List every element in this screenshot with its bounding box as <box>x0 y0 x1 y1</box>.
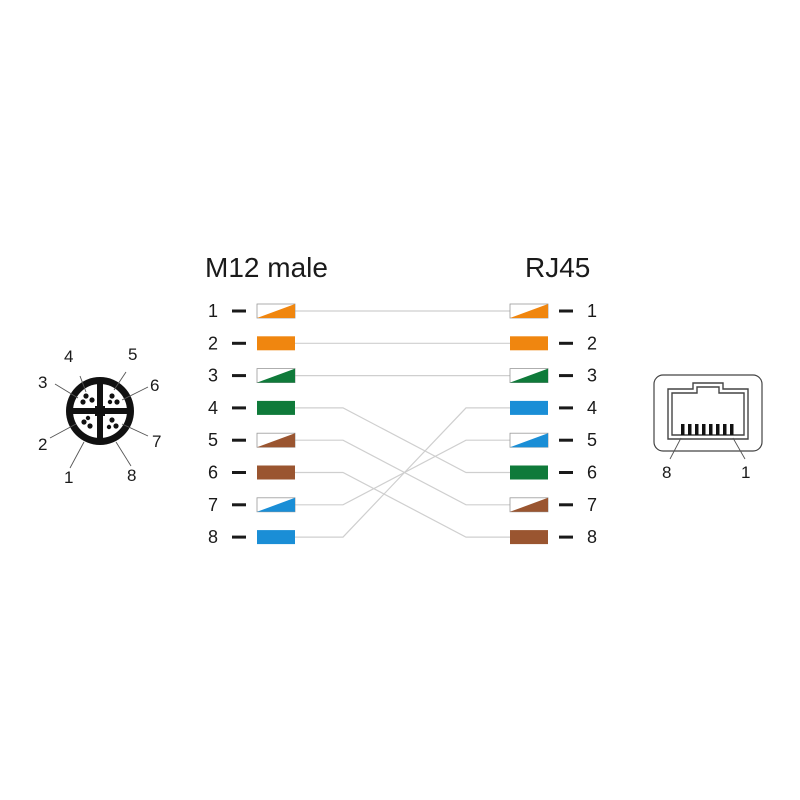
rj45-pin-dash <box>559 438 573 442</box>
m12-pin-dash <box>232 503 246 507</box>
rj45-pin-number: 6 <box>587 463 597 483</box>
m12-connector-face-icon: 4 5 3 6 2 7 1 8 <box>38 345 161 487</box>
m12-pin-number: 7 <box>208 495 218 515</box>
right-connector-title: RJ45 <box>525 252 590 283</box>
m12-pin-number: 5 <box>208 430 218 450</box>
m12-pin-number: 8 <box>208 527 218 547</box>
m12-pin-color-swatch <box>257 465 295 480</box>
wire-line <box>295 407 510 474</box>
m12-pin-dash <box>232 374 246 378</box>
rj45-pin-number: 4 <box>587 398 597 418</box>
m12-face-label-8: 8 <box>127 466 136 485</box>
m12-pin-color-swatch <box>256 432 296 448</box>
m12-pin-number: 2 <box>208 333 218 353</box>
rj45-pin-number: 8 <box>587 527 597 547</box>
m12-pin-number: 6 <box>208 463 218 483</box>
rj45-pin-color-swatch <box>510 400 548 415</box>
m12-pin-number: 4 <box>208 398 218 418</box>
m12-face-label-1: 1 <box>64 468 73 487</box>
m12-pin-color-swatch <box>256 497 296 513</box>
rj45-pin-number: 1 <box>587 301 597 321</box>
m12-pin-column: 1 2 3 4 5 6 7 8 <box>208 301 296 547</box>
rj45-pin-column: 1 2 3 4 5 6 7 8 <box>509 301 597 547</box>
rj45-pin-color-swatch <box>509 303 549 319</box>
wire-line <box>295 471 510 538</box>
m12-pin-color-swatch <box>257 336 295 351</box>
rj45-pin-color-swatch <box>509 497 549 513</box>
rj45-face-label-8: 8 <box>662 463 671 482</box>
m12-pin-color-swatch <box>257 530 295 545</box>
rj45-pin-dash <box>559 341 573 345</box>
m12-face-label-5: 5 <box>128 345 137 364</box>
m12-face-label-3: 3 <box>38 373 47 392</box>
rj45-pin-dash <box>559 503 573 507</box>
rj45-pin-dash <box>559 374 573 378</box>
m12-pin-dash <box>232 309 246 313</box>
m12-pin-number: 1 <box>208 301 218 321</box>
m12-face-label-7: 7 <box>152 432 161 451</box>
m12-pin-dash <box>232 535 246 539</box>
m12-pin-dash <box>232 341 246 345</box>
m12-face-label-6: 6 <box>150 376 159 395</box>
wire-line <box>295 407 510 538</box>
m12-pin-color-swatch <box>256 368 296 384</box>
m12-pin-color-swatch <box>256 303 296 319</box>
m12-pin-dash <box>232 438 246 442</box>
rj45-pin-color-swatch <box>510 465 548 480</box>
m12-face-label-2: 2 <box>38 435 47 454</box>
wire-connections <box>295 310 510 538</box>
rj45-pin-dash <box>559 471 573 474</box>
rj45-face-label-1: 1 <box>741 463 750 482</box>
rj45-pin-color-swatch <box>510 530 548 545</box>
m12-pin-dash <box>232 471 246 474</box>
rj45-pin-color-swatch <box>509 368 549 384</box>
rj45-pin-number: 3 <box>587 366 597 386</box>
left-connector-title: M12 male <box>205 252 328 283</box>
rj45-pin-dash <box>559 309 573 313</box>
m12-pin-number: 3 <box>208 366 218 386</box>
rj45-pin-color-swatch <box>510 336 548 351</box>
m12-pin-dash <box>232 406 246 410</box>
rj45-pin-dash <box>559 406 573 410</box>
rj45-pin-number: 7 <box>587 495 597 515</box>
rj45-socket-face-icon: 8 1 <box>653 374 763 482</box>
rj45-pin-color-swatch <box>509 432 549 448</box>
m12-face-label-4: 4 <box>64 347 73 366</box>
rj45-pin-number: 2 <box>587 333 597 353</box>
rj45-pin-dash <box>559 535 573 539</box>
rj45-pin-number: 5 <box>587 430 597 450</box>
m12-pin-color-swatch <box>257 400 295 415</box>
